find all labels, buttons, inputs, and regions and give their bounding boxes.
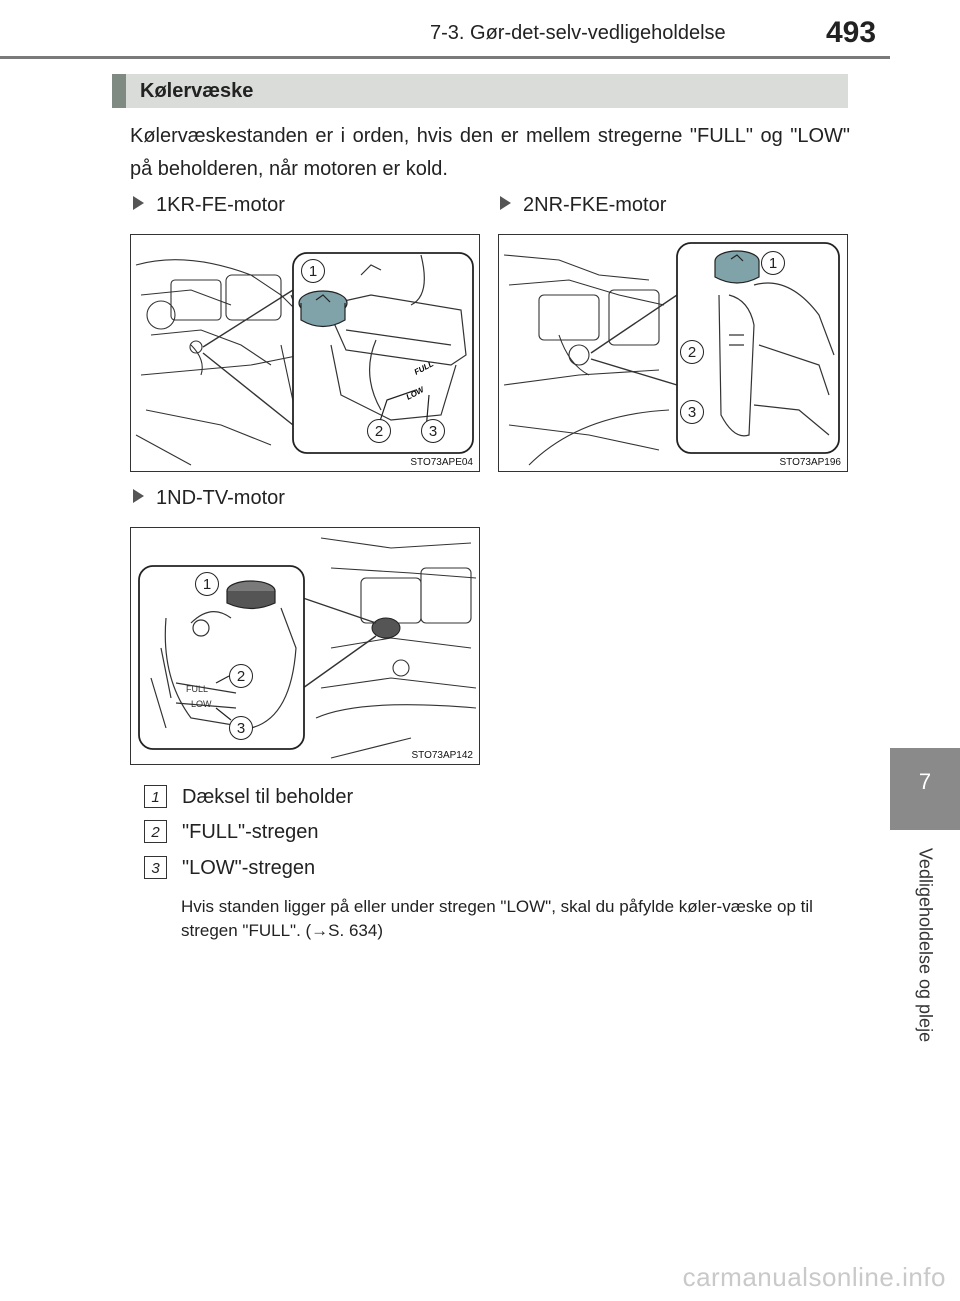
figure-code: STO73AP196	[779, 457, 841, 468]
intro-paragraph: Kølervæskestanden er i orden, hvis den e…	[130, 125, 850, 180]
watermark: carmanualsonline.info	[682, 1262, 946, 1292]
engine-figure-2nr: 1 2 3 STO73AP196	[498, 234, 848, 472]
legend-label: "LOW"-stregen	[182, 857, 316, 879]
tank-low-mark: LOW	[191, 699, 212, 709]
callout-1: 1	[195, 572, 219, 596]
engine-figure-1nd: FULL LOW 1 2 3 STO73AP142	[130, 527, 480, 765]
chapter-tab-number: 7	[890, 748, 960, 830]
page-number: 493	[826, 16, 877, 49]
figure-heading-text: 1ND-TV-motor	[156, 487, 285, 509]
callout-2: 2	[680, 340, 704, 364]
tank-full-mark: FULL	[186, 684, 208, 694]
figure-heading-text: 1KR-FE-motor	[156, 194, 285, 216]
chapter-tab-label: Vedligeholdelse og pleje	[890, 830, 960, 1060]
section-title: Kølervæske	[140, 80, 254, 102]
callout-2: 2	[367, 419, 391, 443]
callout-3: 3	[421, 419, 445, 443]
engine-illustration-2nr	[503, 242, 840, 466]
refill-note: Hvis standen ligger på eller under streg…	[181, 897, 813, 940]
legend-number: 2	[144, 820, 167, 843]
figure-heading-2nr: 2NR-FKE-motor	[500, 194, 666, 217]
arrow-bullet-icon	[133, 196, 144, 210]
figure-heading-1nd: 1ND-TV-motor	[133, 487, 285, 510]
arrow-bullet-icon	[500, 196, 511, 210]
callout-3: 3	[680, 400, 704, 424]
chapter-tab-label-text: Vedligeholdelse og pleje	[915, 847, 936, 1043]
figure-heading-1kr: 1KR-FE-motor	[133, 194, 285, 217]
legend-number: 3	[144, 856, 167, 879]
callout-1: 1	[301, 259, 325, 283]
engine-figure-1kr: FULL LOW 1 2 3 STO73APE04	[130, 234, 480, 472]
callout-3: 3	[229, 716, 253, 740]
section-heading: Kølervæske	[112, 74, 848, 108]
header-rule	[0, 56, 890, 59]
running-header: 7-3. Gør-det-selv-vedligeholdelse	[430, 22, 726, 44]
callout-2: 2	[229, 664, 253, 688]
engine-illustration-1kr: FULL LOW	[135, 252, 474, 466]
legend-label: "FULL"-stregen	[182, 821, 319, 843]
callout-1: 1	[761, 251, 785, 275]
engine-illustration-1nd: FULL LOW	[138, 537, 477, 759]
figure-code: STO73APE04	[410, 457, 473, 468]
legend-label: Dæksel til beholder	[182, 786, 354, 808]
legend-number: 1	[144, 785, 167, 808]
figure-code: STO73AP142	[411, 750, 473, 761]
arrow-bullet-icon	[133, 489, 144, 503]
figure-heading-text: 2NR-FKE-motor	[523, 194, 667, 216]
